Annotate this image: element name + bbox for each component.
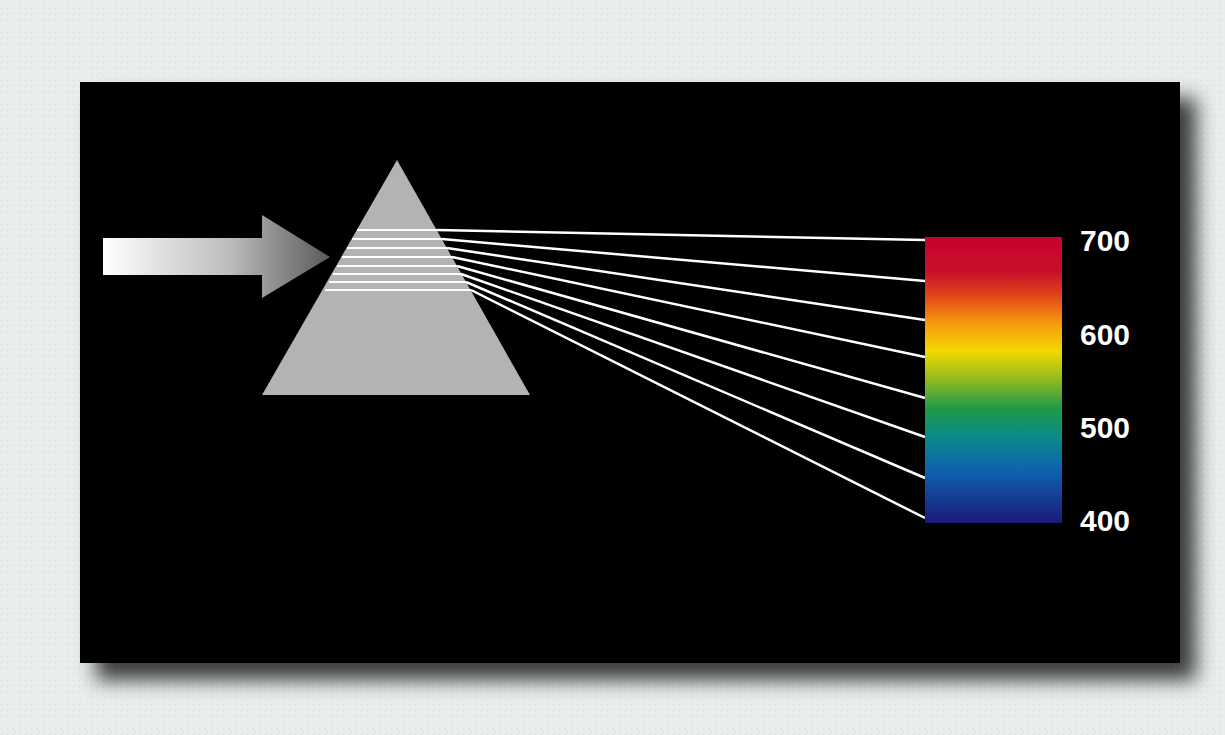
wavelength-label: 500 bbox=[1080, 413, 1130, 443]
wavelength-label: 600 bbox=[1080, 320, 1130, 350]
dispersed-rays bbox=[437, 230, 925, 518]
wavelength-label: 400 bbox=[1080, 506, 1130, 536]
spectrum-bar bbox=[925, 237, 1062, 523]
prism bbox=[262, 160, 530, 395]
light-arrow bbox=[103, 215, 330, 298]
wavelength-label: 700 bbox=[1080, 226, 1130, 256]
black-panel bbox=[80, 82, 1180, 663]
